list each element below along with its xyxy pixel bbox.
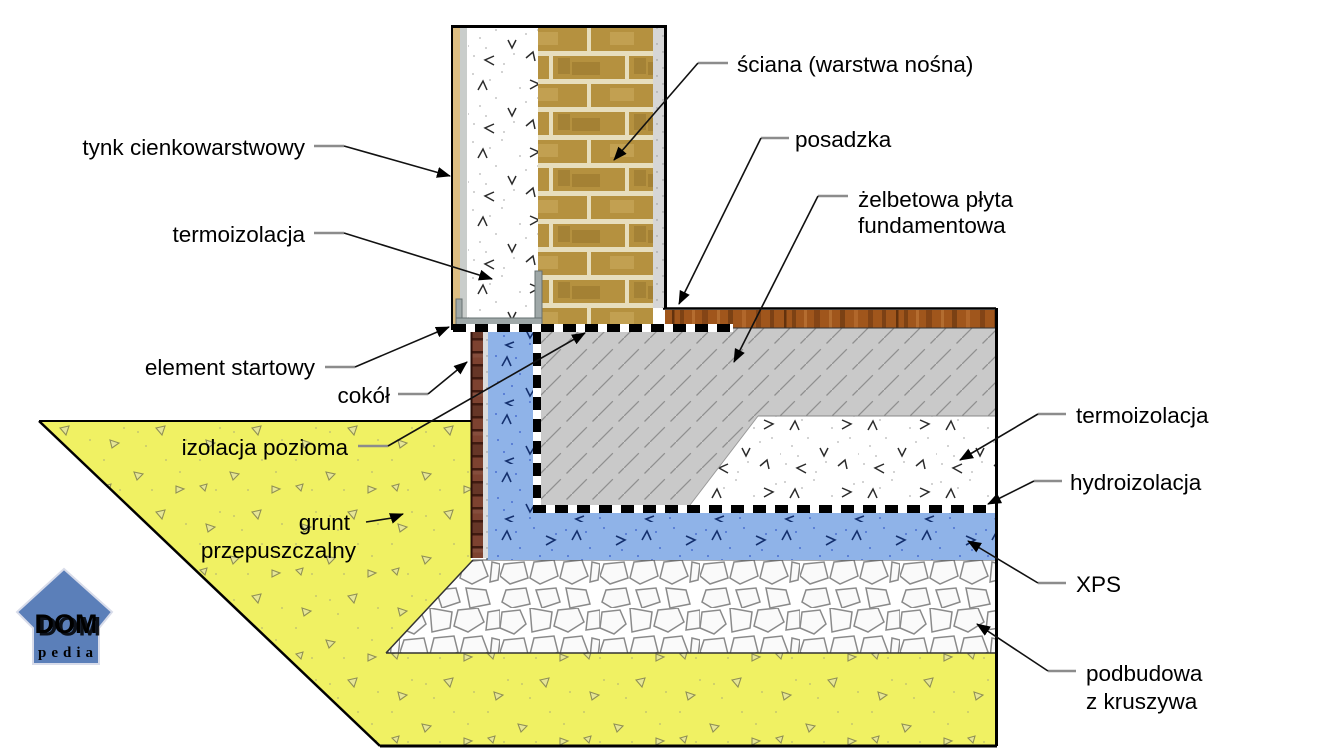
logo-house-shape xyxy=(15,567,114,665)
label-podbudowa-line1: podbudowa xyxy=(1086,661,1203,686)
label-hydroizolacja: hydroizolacja xyxy=(1070,470,1202,495)
label-grunt-line1: grunt xyxy=(299,510,351,535)
xps-texture xyxy=(487,331,995,560)
aggregate-slant-edge xyxy=(385,559,474,654)
plinth-strip xyxy=(470,330,488,558)
underslab-insulation xyxy=(689,415,995,506)
wall-insulation-texture xyxy=(467,28,538,318)
aggregate-texture xyxy=(386,560,995,653)
leader-grunt xyxy=(365,513,404,524)
label-izolacja-pozioma: izolacja pozioma xyxy=(182,435,349,460)
slab-hatch xyxy=(541,328,995,505)
slab-layer xyxy=(541,328,995,505)
ground-texture xyxy=(39,421,995,746)
leader-termo-wall xyxy=(343,232,493,281)
underslab-insulation-slant xyxy=(689,415,759,506)
leader-izolacja xyxy=(387,332,586,447)
underslab-insulation-texture xyxy=(690,416,995,505)
wall-top-border xyxy=(451,25,667,28)
leader-plyta xyxy=(733,195,819,363)
label-posadzka: posadzka xyxy=(795,127,892,152)
excavation-slope-edge xyxy=(38,420,381,747)
dompedia-logo: DOM DOM pedia xyxy=(15,567,114,665)
floor-texture xyxy=(665,310,995,328)
wall-masonry-texture xyxy=(538,28,653,324)
starter-track-left-flange xyxy=(455,298,463,319)
logo-dom-shadow: DOM xyxy=(38,612,101,642)
label-tynk: tynk cienkowarstwowy xyxy=(82,135,305,160)
label-cokol: cokół xyxy=(337,383,390,408)
right-border xyxy=(995,308,998,746)
label-termoizolacja-plyty: termoizolacja xyxy=(1076,403,1209,428)
wall-right-border xyxy=(664,25,667,309)
label-plyta-line1: żelbetowa płyta xyxy=(858,187,1014,212)
aggregate-base-layer xyxy=(385,559,995,654)
label-sciana: ściana (warstwa nośna) xyxy=(737,52,973,77)
starter-track-right-flange xyxy=(534,270,543,319)
leader-element xyxy=(354,326,450,368)
label-element-startowy: element startowy xyxy=(145,355,316,380)
outer-edges xyxy=(38,308,998,748)
leader-podbudowa xyxy=(976,623,1049,672)
label-grunt-line2: przepuszczalny xyxy=(201,538,357,563)
leader-posadzka xyxy=(678,137,762,305)
leader-tynk xyxy=(343,145,451,178)
wall-render-coat xyxy=(453,28,460,327)
leader-cokol xyxy=(427,361,468,395)
wall-left-border xyxy=(451,25,453,330)
leader-lines xyxy=(314,61,1076,673)
plinth-texture xyxy=(472,331,483,558)
wall-interior-finish-dots xyxy=(653,28,664,308)
leader-hydro xyxy=(987,480,1035,505)
horizontal-dpc xyxy=(453,324,733,332)
wall-adhesive-layer xyxy=(460,28,467,320)
wall-assembly xyxy=(451,25,667,330)
labels: tynk cienkowarstwowy termoizolacja eleme… xyxy=(82,52,1209,714)
leader-termo-slab xyxy=(959,413,1039,461)
plinth-adhesive-dots xyxy=(483,331,488,558)
floor-layer xyxy=(663,307,996,329)
label-plyta-line2: fundamentowa xyxy=(858,213,1006,238)
leader-sciana xyxy=(613,62,699,161)
label-xps: XPS xyxy=(1076,572,1121,597)
label-termoizolacja-sciany: termoizolacja xyxy=(172,222,305,247)
logo-dom-text: DOM xyxy=(35,609,98,639)
ground-layer xyxy=(39,421,995,746)
label-podbudowa-line2: z kruszywa xyxy=(1086,689,1198,714)
logo-pedia-text: pedia xyxy=(38,645,98,661)
leader-xps xyxy=(967,540,1039,584)
